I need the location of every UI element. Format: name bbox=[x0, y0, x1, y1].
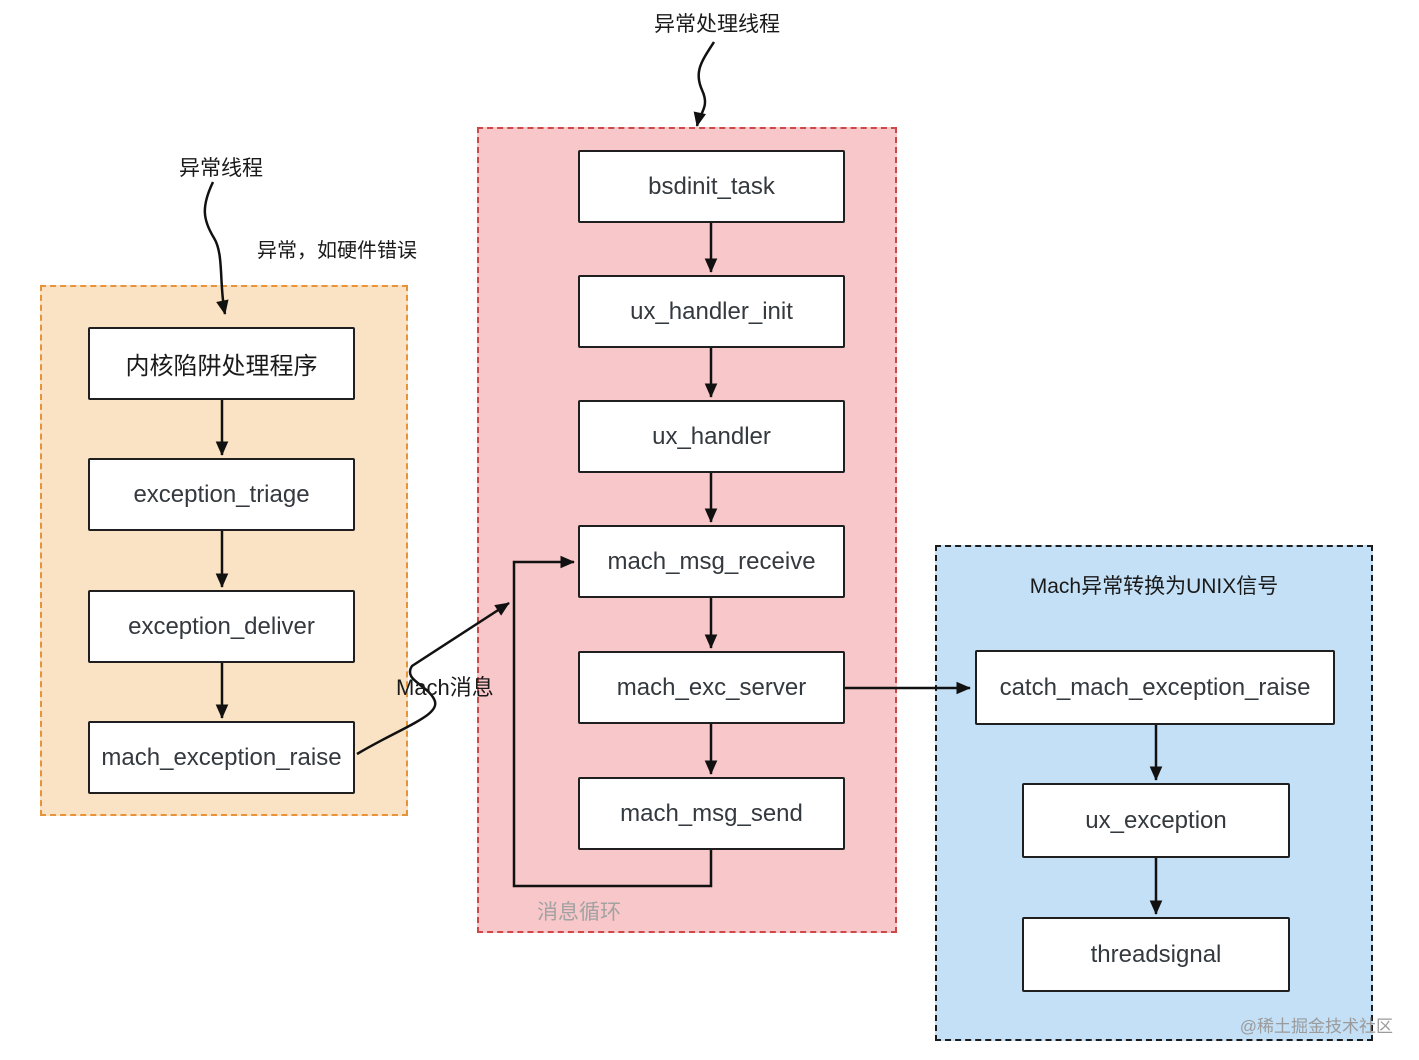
node-mach-exc-server: mach_exc_server bbox=[578, 651, 845, 724]
node-ux-exception: ux_exception bbox=[1022, 783, 1290, 858]
label-mach-message: Mach消息 bbox=[396, 675, 494, 700]
label-exception-thread: 异常线程 bbox=[179, 157, 263, 180]
label-signal-region-title: Mach异常转换为UNIX信号 bbox=[1029, 575, 1279, 598]
arrow-exception-handler-thread bbox=[693, 41, 716, 127]
node-catch-mach-exception-raise: catch_mach_exception_raise bbox=[975, 650, 1335, 725]
node-ux-handler: ux_handler bbox=[578, 400, 845, 473]
node-exception-triage: exception_triage bbox=[88, 458, 355, 531]
watermark: @稀土掘金技术社区 bbox=[1239, 1017, 1393, 1036]
node-bsdinit-task: bsdinit_task bbox=[578, 150, 845, 223]
node-mach-exception-raise: mach_exception_raise bbox=[88, 721, 355, 794]
label-hardware-error: 异常，如硬件错误 bbox=[257, 240, 417, 262]
node-ux-handler-init: ux_handler_init bbox=[578, 275, 845, 348]
node-exception-deliver: exception_deliver bbox=[88, 590, 355, 663]
node-threadsignal: threadsignal bbox=[1022, 917, 1290, 992]
node-mach-msg-receive: mach_msg_receive bbox=[578, 525, 845, 598]
label-message-loop-caption: 消息循环 bbox=[537, 901, 621, 924]
node-kernel-trap-handler: 内核陷阱处理程序 bbox=[88, 327, 355, 400]
label-exception-handler-thread: 异常处理线程 bbox=[654, 13, 780, 36]
node-mach-msg-send: mach_msg_send bbox=[578, 777, 845, 850]
